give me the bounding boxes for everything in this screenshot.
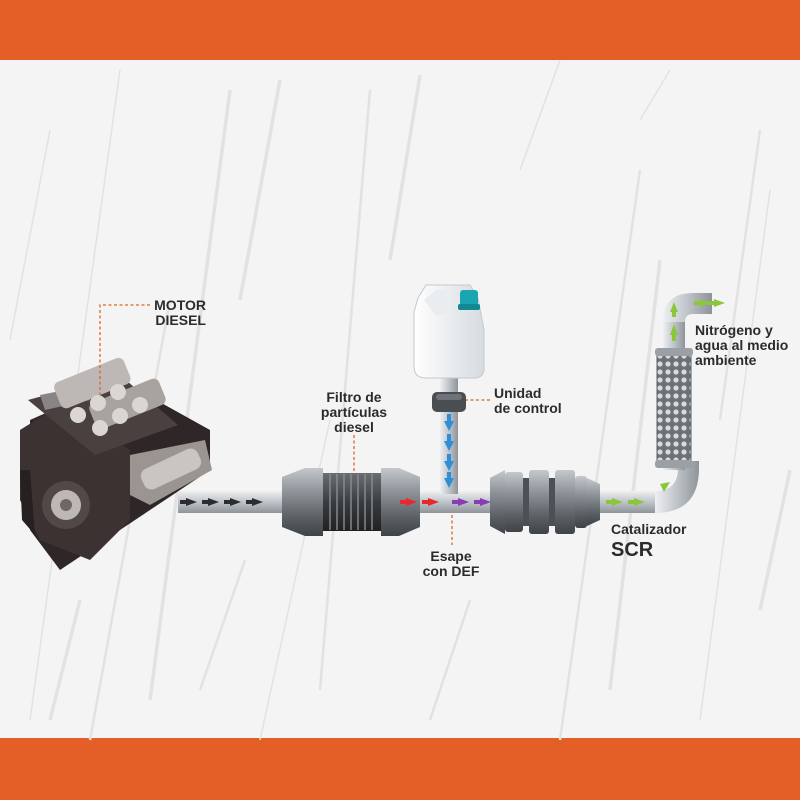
background-streak [558,169,642,741]
background-streak [238,79,282,301]
label-unidad-control: Unidad de control [494,385,562,416]
background-streak [758,469,792,611]
control-unit-icon [432,392,466,412]
particulate-filter-icon [282,468,420,536]
hot-gas-flow-arrows [400,498,439,506]
background-streak [148,89,232,701]
background-streak [388,74,422,261]
scr-catalyst-icon [490,470,600,534]
diesel-engine-icon [20,357,212,570]
background-streak [519,59,561,171]
clean-flow-arrows [606,299,725,506]
label-escape-def: Esape con DEF [422,548,480,579]
background-streak [718,129,762,421]
def-tank-icon [413,284,485,379]
label-salida: Nitrógeno y agua al medio ambiente [695,322,789,368]
top-band [0,0,800,60]
exhaust-flow-arrows [180,498,263,506]
background-streak [198,559,247,691]
background-streak [318,89,372,691]
background-streaks [9,59,792,741]
bottom-band [0,738,800,800]
label-motor-diesel: MOTOR DIESEL [154,297,206,328]
flow-arrows [180,299,725,506]
muffler-icon [655,348,693,468]
background-streak [428,599,472,721]
mixed-flow-arrows [452,498,491,506]
leader-lines [99,304,490,545]
background-streak [9,129,51,341]
background-streak [48,599,82,721]
label-scr: SCR [611,539,654,561]
background-streak [639,69,671,121]
label-filtro-particulas: Filtro de partículas diesel [320,389,388,435]
def-flow-arrows [444,414,454,488]
label-catalizador: Catalizador [611,521,687,537]
background-streak [608,259,662,691]
background-streak [699,189,771,721]
